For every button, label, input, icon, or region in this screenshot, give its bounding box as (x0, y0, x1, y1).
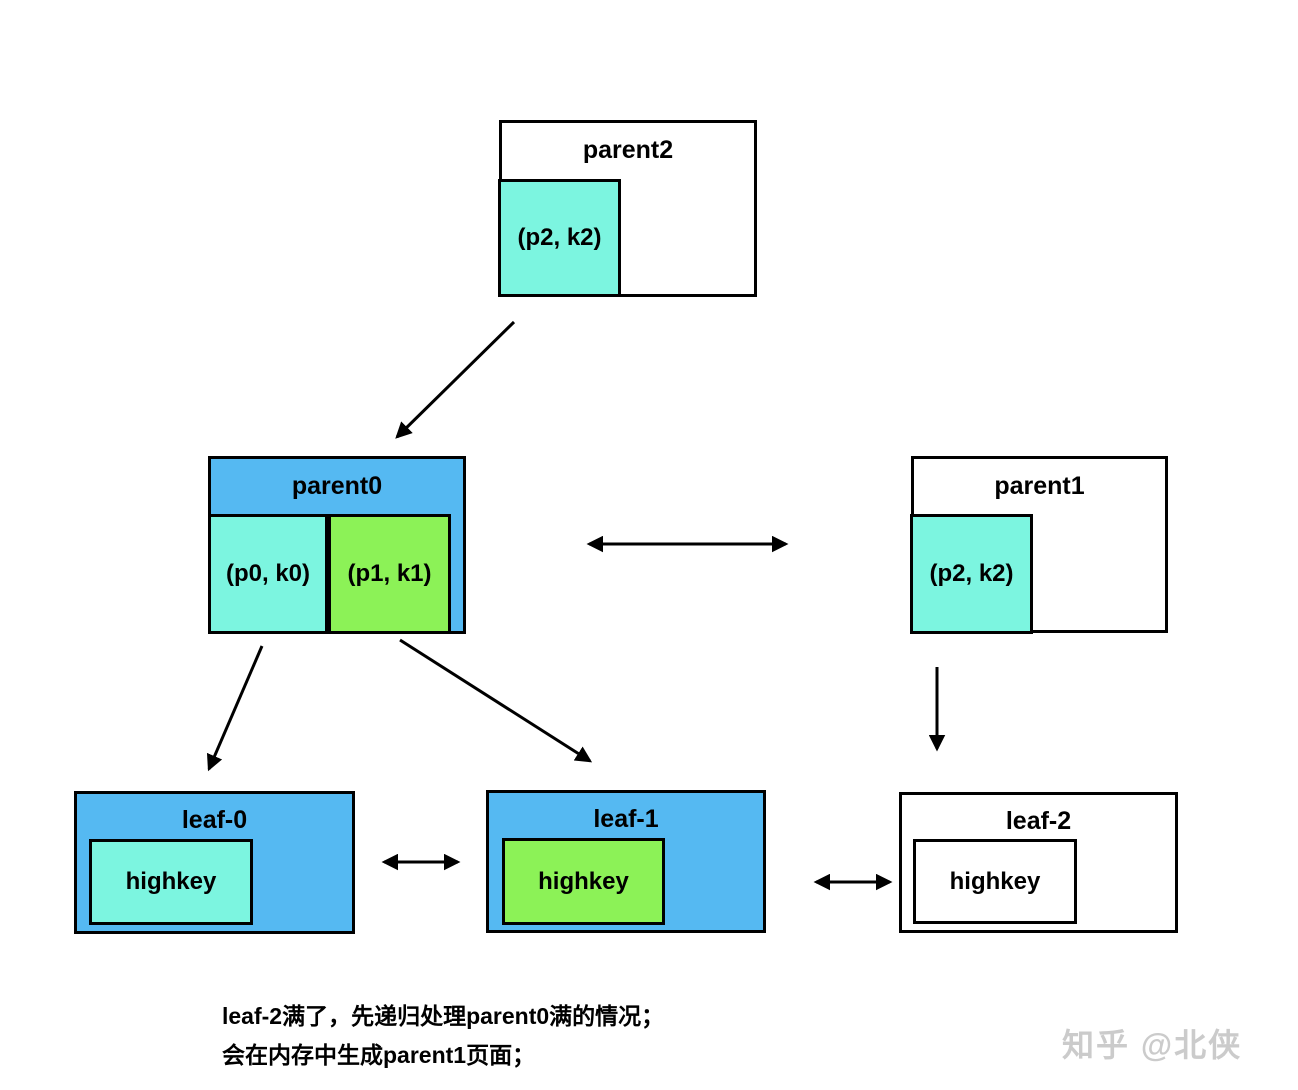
node-parent1: parent1 (p2, k2) (910, 456, 1168, 634)
node-leaf0-cell-highkey: highkey (89, 839, 253, 925)
caption-text: leaf-2满了，先递归处理parent0满的情况； 会在内存中生成parent… (222, 997, 664, 1075)
node-parent0-cell-p0k0: (p0, k0) (208, 514, 328, 634)
node-leaf2: leaf-2 highkey (899, 792, 1178, 933)
node-parent0: parent0 (p0, k0) (p1, k1) (208, 456, 466, 634)
node-leaf1-cell-highkey: highkey (502, 838, 665, 925)
node-leaf2-title: leaf-2 (1005, 806, 1072, 835)
node-leaf0: leaf-0 highkey (74, 791, 355, 934)
node-parent1-title: parent1 (994, 472, 1085, 500)
node-parent0-title: parent0 (291, 472, 383, 500)
caption-line2: 会在内存中生成parent1页面； (222, 1042, 536, 1068)
node-leaf2-cell-highkey: highkey (913, 839, 1077, 924)
node-parent2: parent2 (p2, k2) (498, 120, 757, 297)
zhihu-watermark: 知乎 @北侠 (1062, 1027, 1243, 1063)
node-parent0-cell-p1k1: (p1, k1) (328, 514, 451, 634)
arrow-parent2-to-parent0 (395, 320, 516, 439)
node-parent2-cell-p2k2: (p2, k2) (498, 179, 621, 297)
node-leaf1-title: leaf-1 (593, 804, 659, 833)
node-parent2-title: parent2 (582, 136, 674, 164)
arrow-parent0-to-leaf0 (206, 645, 264, 772)
node-leaf0-title: leaf-0 (181, 805, 248, 834)
arrow-parent0-to-leaf1 (399, 638, 593, 763)
node-leaf1: leaf-1 highkey (486, 790, 766, 933)
caption-line1: leaf-2满了，先递归处理parent0满的情况； (222, 1003, 665, 1029)
node-parent1-cell-p2k2: (p2, k2) (910, 514, 1033, 634)
